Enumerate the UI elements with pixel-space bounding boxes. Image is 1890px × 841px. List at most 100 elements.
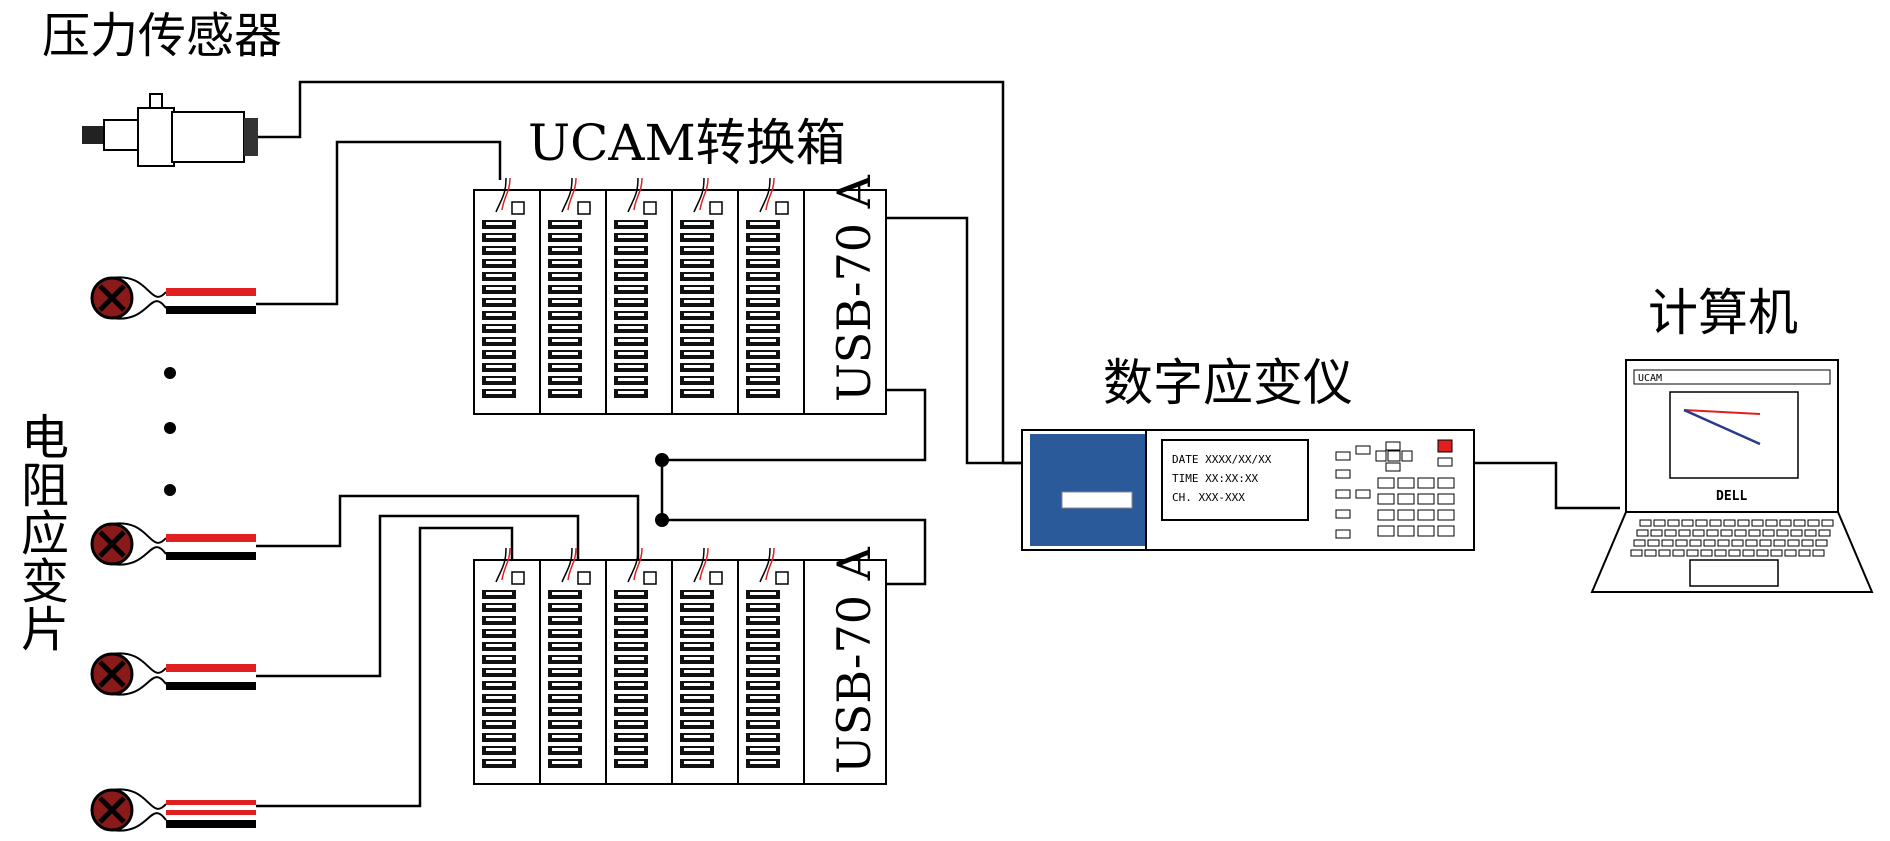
laptop-key [1664,529,1677,537]
laptop-key [1720,529,1733,537]
usb-module [803,559,887,785]
usb-module [803,189,887,415]
slot-indicator [709,571,723,585]
slot-indicator [511,571,525,585]
meter-key [1335,451,1351,461]
laptop-key [1798,549,1811,557]
laptop-brand: DELL [1716,489,1747,504]
converter-slot [605,547,673,785]
laptop-key [1773,539,1786,547]
laptop-key [1728,549,1741,557]
laptop-key [1818,529,1831,537]
laptop-key [1717,539,1730,547]
slot-indicator [643,201,657,215]
converter-slot [671,177,739,415]
laptop-key [1692,529,1705,537]
meter-key [1355,445,1371,455]
pressure-sensor-label: 压力传感器 [42,8,282,64]
slot-indicator [511,201,525,215]
slot-indicator [775,201,789,215]
converter-slot [539,177,607,415]
meter-key [1417,493,1435,505]
laptop-key [1706,529,1719,537]
converter-slot [671,547,739,785]
strain-gauges-label: 电阻应变片 [12,412,68,652]
meter-key [1335,489,1351,499]
meter-key [1417,525,1435,537]
wiring [256,80,1620,808]
laptop-key [1689,539,1702,547]
slot-indicator [577,571,591,585]
meter-key [1355,489,1371,499]
meter-display-line2: TIME XX:XX:XX [1172,472,1258,485]
pressure-sensor-icon [82,93,258,167]
laptop-key [1776,529,1789,537]
meter-key [1335,469,1351,479]
laptop-key [1723,519,1736,527]
laptop-key [1630,549,1643,557]
laptop-computer: UCAM DELL [1590,359,1874,593]
laptop-key [1784,549,1797,557]
meter-keypad [1335,445,1455,539]
meter-key [1397,509,1415,521]
slot-indicator [775,571,789,585]
laptop-key [1672,549,1685,557]
laptop-key [1737,519,1750,527]
laptop-key [1667,519,1680,527]
computer-label: 计算机 [1648,284,1798,342]
laptop-key [1762,529,1775,537]
laptop-key [1639,519,1652,527]
laptop-key [1787,539,1800,547]
laptop-key [1793,519,1806,527]
laptop-key [1709,519,1722,527]
slot-indicator [577,201,591,215]
laptop-key [1675,539,1688,547]
junction-dot [655,453,669,467]
laptop-key [1661,539,1674,547]
laptop-key [1644,549,1657,557]
laptop-key [1756,549,1769,557]
laptop-key [1801,539,1814,547]
converter-slot [539,547,607,785]
laptop-key [1812,549,1825,557]
strain-gauge-icon [90,522,256,566]
meter-key [1417,477,1435,489]
junction-dot [655,513,669,527]
laptop-key [1686,549,1699,557]
slot-indicator [643,571,657,585]
laptop-key [1633,539,1646,547]
strain-gauge-icon [90,652,256,696]
laptop-key [1653,519,1666,527]
laptop-key [1714,549,1727,557]
converter-slot [473,177,541,415]
laptop-key [1748,529,1761,537]
usb-module-label-bottom: USB-70 A [827,546,881,774]
meter-key [1377,509,1395,521]
laptop-key [1759,539,1772,547]
meter-key [1397,477,1415,489]
laptop-key [1647,539,1660,547]
meter-key [1397,493,1415,505]
meter-key [1377,525,1395,537]
meter-side-panel [1030,434,1146,546]
converter-box-bottom [473,547,887,785]
laptop-screen-title: UCAM [1638,373,1662,384]
strain-gauge-icon [90,788,256,832]
laptop-key [1807,519,1820,527]
meter-key [1397,525,1415,537]
laptop-key [1731,539,1744,547]
meter-key [1377,477,1395,489]
laptop-key [1650,529,1663,537]
laptop-key [1703,539,1716,547]
laptop-key [1745,539,1758,547]
meter-display-line1: DATE XXXX/XX/XX [1172,453,1272,466]
meter-key [1437,493,1455,505]
usb-module-label-top: USB-70 A [827,174,881,402]
laptop-key [1695,519,1708,527]
laptop-key [1815,539,1828,547]
converter-slot [737,547,805,785]
laptop-key [1636,529,1649,537]
meter-dpad [1375,441,1413,472]
meter-key [1335,509,1351,519]
